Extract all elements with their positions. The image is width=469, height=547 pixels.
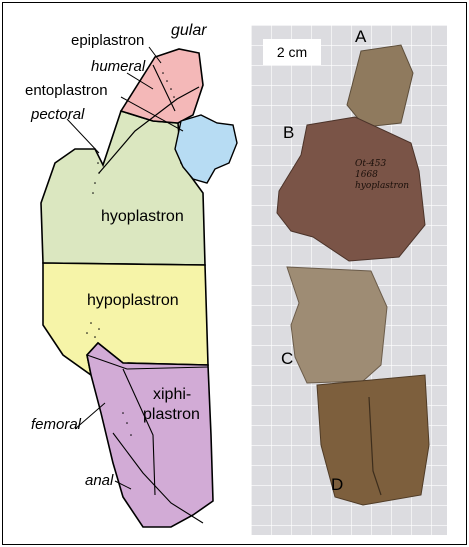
fragment-d-label: D xyxy=(331,475,343,495)
fragment-a-label: A xyxy=(355,27,366,47)
pectoral-label: pectoral xyxy=(31,107,84,122)
xiphiplastron-region xyxy=(87,343,213,527)
hypoplastron-region xyxy=(43,263,208,375)
anal-label: anal xyxy=(85,473,113,488)
grid-background xyxy=(251,25,447,535)
epiplastron-label: epiplastron xyxy=(71,33,144,48)
hypoplastron-label: hypoplastron xyxy=(87,293,179,309)
fragment-c xyxy=(287,267,387,383)
fragment-b-label: B xyxy=(283,123,294,143)
specimen-note-line1: Ot-453 xyxy=(355,159,409,170)
specimen-note: Ot-453 1668 hyoplastron xyxy=(355,159,409,192)
specimen-note-line3: hyoplastron xyxy=(355,181,409,192)
entoplastron-label: entoplastron xyxy=(25,83,108,98)
xiphiplastron-label-line1: xiphi- xyxy=(153,387,191,403)
xiphiplastron-label-line2: plastron xyxy=(143,407,200,423)
gular-label: gular xyxy=(171,23,207,39)
specimen-note-line2: 1668 xyxy=(355,170,409,181)
humeral-label: humeral xyxy=(91,59,145,74)
specimen-photo: 2 cm A B C D Ot-453 1668 hyoplastron xyxy=(251,25,447,535)
scale-bar-label: 2 cm xyxy=(263,39,321,65)
fragment-c-label: C xyxy=(281,349,293,369)
hyoplastron-label: hyoplastron xyxy=(101,209,184,225)
femoral-label: femoral xyxy=(31,417,81,432)
